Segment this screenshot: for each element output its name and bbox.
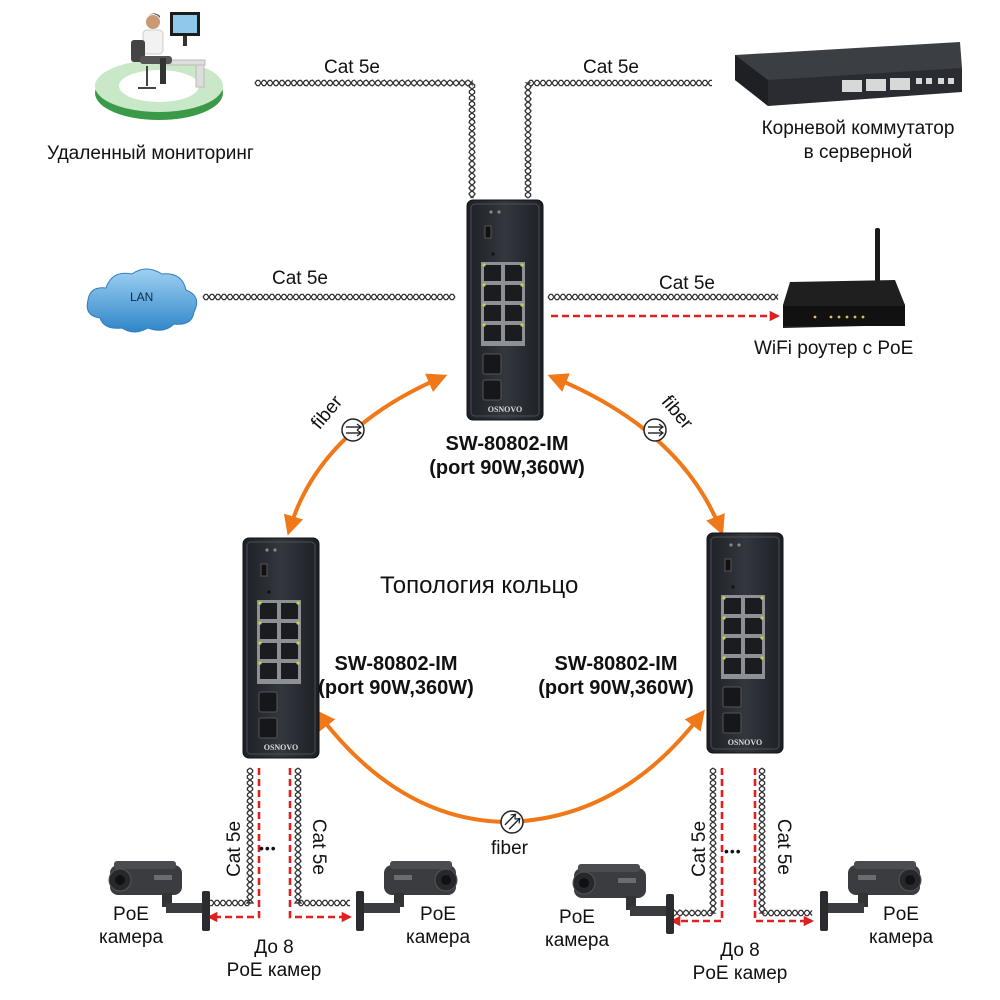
cable-label-lan: Cat 5e [272, 268, 328, 289]
camera-count-left: До 8 PoE камер [227, 937, 322, 983]
switch-model: SW-80802-IM [554, 653, 678, 675]
camera-label-line1: PoE [420, 904, 456, 925]
switch-model: SW-80802-IM [445, 433, 569, 455]
switch-ports: (port 90W,360W) [318, 677, 474, 699]
poe-power-arrow [206, 768, 261, 923]
switch-right-label: SW-80802-IM (port 90W,360W) [538, 652, 694, 700]
camera-label-line2: камера [544, 929, 610, 951]
fiber-link [315, 709, 705, 825]
switch-left-device [242, 537, 320, 759]
cloud-icon [86, 268, 198, 333]
topology-title: Топология кольцо [380, 572, 579, 599]
camera-label-right-a: PoE камера [545, 907, 609, 953]
lan-label: LAN [130, 290, 154, 304]
camera-label-left-b: PoE камера [406, 904, 470, 950]
camera-label-line1: PoE [559, 907, 595, 928]
twisted-pair-cable [207, 767, 255, 907]
camera-label-right-b: PoE камера [869, 904, 933, 950]
wifi-router-label: WiFi роутер с PoE [754, 338, 914, 359]
fiber-connector-icon [643, 418, 667, 442]
twisted-pair-cable [293, 767, 350, 907]
fiber-ring-layer [283, 373, 725, 834]
camera-label-line2: камера [868, 926, 934, 948]
twisted-pair-cable [524, 79, 712, 199]
twisted-pair-cable [202, 293, 456, 301]
camera-label-line2: камера [405, 926, 471, 948]
workstation-icon [95, 12, 223, 120]
camera-count-line2: PoE камер [692, 962, 788, 984]
fiber-label-bottom: fiber [491, 838, 528, 859]
ellipsis: ••• [724, 843, 742, 859]
switch-right-device [706, 532, 784, 754]
twisted-pair-cable [758, 767, 813, 917]
cable-label-cam-left-1: Cat 5e [224, 820, 246, 877]
camera-count-right: До 8 PoE камер [693, 940, 788, 986]
rack-switch-icon [735, 42, 962, 106]
fiber-link [547, 373, 725, 536]
remote-monitoring-label: Удаленный мониторинг [47, 143, 254, 164]
poe-power-arrow [753, 768, 815, 927]
cable-label-monitoring: Cat 5e [324, 57, 380, 78]
camera-label-line1: PoE [883, 904, 919, 925]
switch-ports: (port 90W,360W) [538, 677, 694, 699]
cable-label-cam-left-2: Cat 5e [307, 818, 329, 875]
switch-top-label: SW-80802-IM (port 90W,360W) [429, 432, 585, 480]
cables-layer [202, 79, 813, 917]
root-switch-label-line2: в серверной [803, 142, 913, 163]
router-icon [783, 228, 905, 328]
switch-model: SW-80802-IM [334, 653, 458, 675]
twisted-pair-cable [254, 79, 476, 199]
switch-top-device [466, 199, 544, 421]
camera-count-line1: До 8 [720, 940, 760, 961]
camera-count-line2: PoE камер [226, 959, 322, 981]
ellipsis: ••• [259, 840, 277, 856]
camera-label-line1: PoE [113, 904, 149, 925]
twisted-pair-cable [547, 293, 779, 301]
cable-label-cam-right-1: Cat 5e [689, 820, 711, 877]
root-switch-label-line1: Корневой коммутатор [761, 118, 955, 139]
cable-label-cam-right-2: Cat 5e [772, 818, 794, 875]
poe-power-arrow [669, 768, 724, 927]
cable-label-root: Cat 5e [583, 57, 639, 78]
twisted-pair-cable [671, 767, 717, 917]
camera-label-left-a: PoE камера [99, 904, 163, 950]
cable-label-router: Cat 5e [659, 273, 715, 294]
fiber-connector-icon [500, 810, 524, 834]
switch-ports: (port 90W,360W) [429, 457, 585, 479]
fiber-link [283, 373, 448, 536]
poe-power-arrow [288, 768, 353, 923]
camera-count-line1: До 8 [254, 937, 294, 958]
camera-label-line2: камера [98, 926, 164, 948]
fiber-connector-icon [341, 418, 365, 442]
poe-power-layer [206, 310, 815, 927]
switch-left-label: SW-80802-IM (port 90W,360W) [318, 652, 474, 700]
